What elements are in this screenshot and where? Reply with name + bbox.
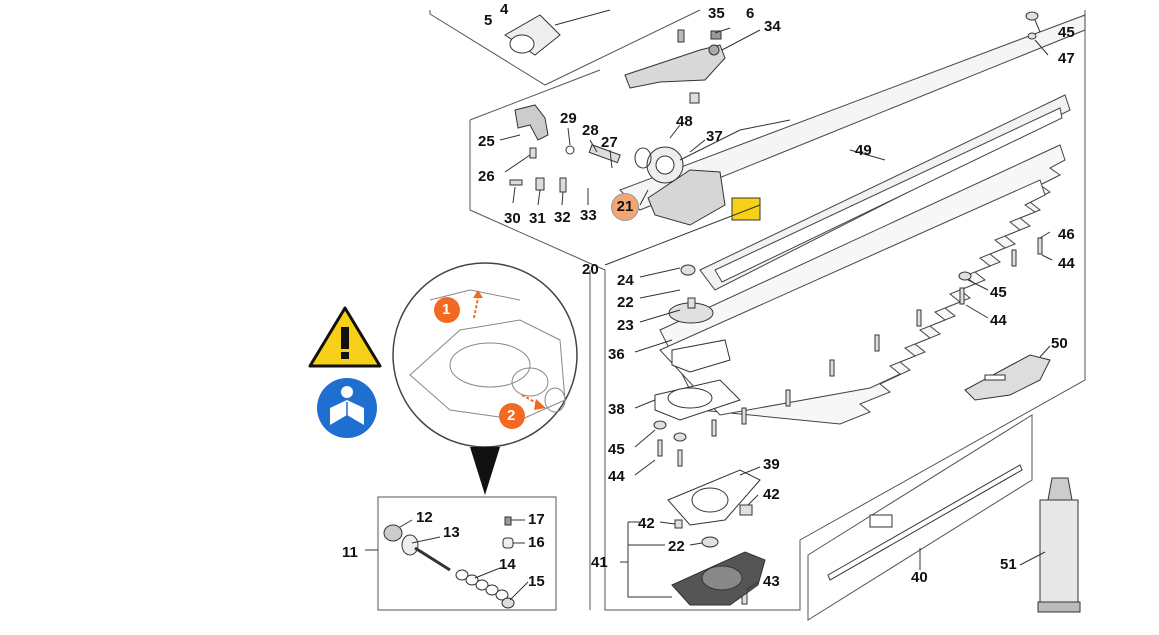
fasteners bbox=[653, 11, 1043, 605]
part-label-14: 14 bbox=[499, 556, 516, 573]
scabbard-40 bbox=[827, 464, 1023, 581]
part-label-44-c: 44 bbox=[608, 468, 625, 485]
gear-cover-41 bbox=[671, 551, 766, 606]
part-label-49: 49 bbox=[855, 142, 872, 159]
hardware-group-25-33 bbox=[509, 104, 621, 193]
part-label-45: 45 bbox=[1058, 24, 1075, 41]
part-label-12: 12 bbox=[416, 509, 433, 526]
part-label-47: 47 bbox=[1058, 50, 1075, 67]
part-label-16: 16 bbox=[528, 534, 545, 551]
part-label-50: 50 bbox=[1051, 335, 1068, 352]
part-label-33: 33 bbox=[580, 207, 597, 224]
part-label-44-b: 44 bbox=[990, 312, 1007, 329]
grease-tube-51 bbox=[1037, 477, 1081, 613]
gear-housing-20 bbox=[634, 119, 791, 226]
handle-part-34 bbox=[624, 29, 726, 104]
part-label-17: 17 bbox=[528, 511, 545, 528]
blade-guard-50 bbox=[964, 354, 1051, 401]
plate-39 bbox=[667, 469, 761, 526]
part-label-4: 4 bbox=[500, 1, 509, 18]
part-label-11: 11 bbox=[342, 544, 358, 561]
read-manual-icon bbox=[317, 378, 377, 438]
part-label-26: 26 bbox=[478, 168, 495, 185]
part-label-30: 30 bbox=[504, 210, 521, 227]
part-label-35: 35 bbox=[708, 5, 725, 22]
part-label-22-b: 22 bbox=[668, 538, 685, 555]
part-label-20: 20 bbox=[582, 261, 599, 278]
part-label-37: 37 bbox=[706, 128, 723, 145]
step-2-number: 2 bbox=[507, 407, 516, 424]
part-label-15: 15 bbox=[528, 573, 545, 590]
step-1-icon bbox=[434, 297, 460, 323]
step-1-number: 1 bbox=[442, 301, 451, 318]
part-label-44: 44 bbox=[1058, 255, 1075, 272]
part-label-45-b: 45 bbox=[990, 284, 1007, 301]
part-label-41: 41 bbox=[591, 554, 608, 571]
part-label-22: 22 bbox=[617, 294, 634, 311]
part-label-29: 29 bbox=[560, 110, 577, 127]
part-label-39: 39 bbox=[763, 456, 780, 473]
part-label-51: 51 bbox=[1000, 556, 1017, 573]
part-label-25: 25 bbox=[478, 133, 495, 150]
leader-lines bbox=[365, 19, 1053, 601]
part-label-46: 46 bbox=[1058, 226, 1075, 243]
part-label-34: 34 bbox=[764, 18, 781, 35]
part-label-32: 32 bbox=[554, 209, 571, 226]
part-label-23: 23 bbox=[617, 317, 634, 334]
part-label-45-c: 45 bbox=[608, 441, 625, 458]
part-label-42-b: 42 bbox=[638, 515, 655, 532]
part-label-31: 31 bbox=[529, 210, 546, 227]
part-label-5: 5 bbox=[484, 12, 493, 29]
part-label-13: 13 bbox=[443, 524, 460, 541]
inset-parts-11 bbox=[383, 516, 515, 609]
part-label-28: 28 bbox=[582, 122, 599, 139]
frame-lines bbox=[377, 9, 1086, 621]
detail-callout bbox=[392, 262, 578, 495]
warning-triangle-icon bbox=[308, 306, 382, 368]
part-label-6: 6 bbox=[746, 5, 755, 22]
part-label-40: 40 bbox=[911, 569, 928, 586]
handle-part-4 bbox=[504, 9, 611, 56]
step-2-icon bbox=[499, 403, 525, 429]
part-label-21-highlighted[interactable]: 21 bbox=[611, 193, 639, 221]
part-label-42: 42 bbox=[763, 486, 780, 503]
gasket-38 bbox=[654, 339, 741, 421]
part-label-24: 24 bbox=[617, 272, 634, 289]
part-label-27: 27 bbox=[601, 134, 618, 151]
part-label-36: 36 bbox=[608, 346, 625, 363]
part-label-48: 48 bbox=[676, 113, 693, 130]
part-label-43: 43 bbox=[763, 573, 780, 590]
part-label-38: 38 bbox=[608, 401, 625, 418]
